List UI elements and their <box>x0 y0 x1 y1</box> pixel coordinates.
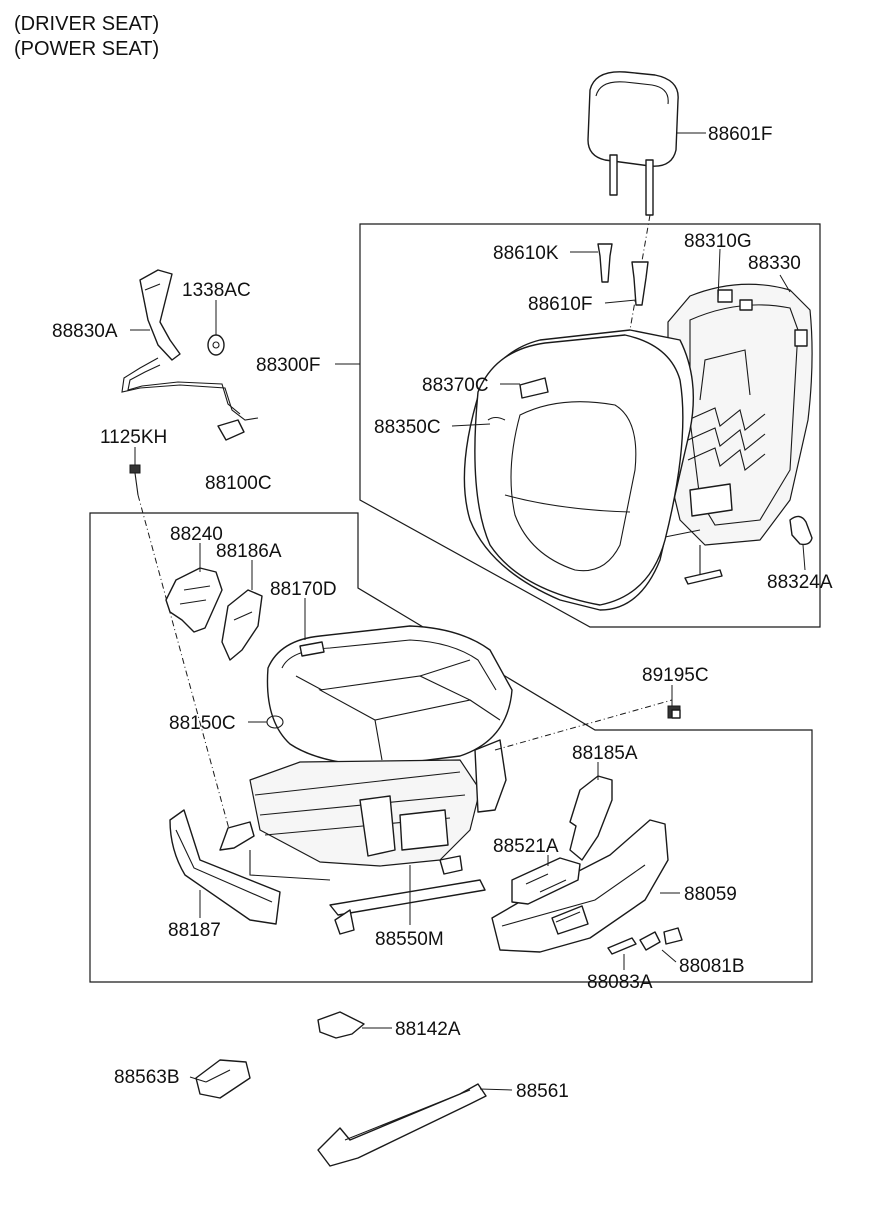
seatback-cover-part <box>463 329 694 611</box>
label-88186A: 88186A <box>216 541 282 562</box>
header-power-seat: (POWER SEAT) <box>14 38 159 60</box>
label-88059: 88059 <box>684 884 737 905</box>
cover-88563b-part <box>195 1059 251 1099</box>
seat-cushion-part <box>266 625 513 767</box>
cover-88186a-part <box>221 589 263 661</box>
label-1125KH: 1125KH <box>100 427 167 448</box>
side-shield-88059-part <box>491 819 669 953</box>
label-88521A: 88521A <box>493 836 559 857</box>
front-skirt-88187-part <box>169 809 281 925</box>
bracket-88142a-part <box>317 1011 365 1039</box>
label-88350C: 88350C <box>374 417 441 438</box>
label-88563B: 88563B <box>114 1067 180 1088</box>
nut-1338ac <box>207 334 225 356</box>
leader-lines <box>130 132 806 1091</box>
label-88100C: 88100C <box>205 473 272 494</box>
knob-88081b <box>639 927 683 951</box>
label-88150C: 88150C <box>169 713 236 734</box>
label-88083A: 88083A <box>587 972 653 993</box>
bolt-1125kh <box>129 464 141 496</box>
label-88240: 88240 <box>170 524 223 545</box>
screw-guide-line <box>494 699 673 751</box>
headrest-part <box>587 71 679 216</box>
seatback-group-box <box>359 223 821 628</box>
rail-cover-88561-part <box>317 1083 487 1167</box>
label-88300F: 88300F <box>256 355 320 376</box>
headrest-guide-f <box>631 261 649 306</box>
headrest-guide-k <box>597 243 613 283</box>
power-seat-track-part <box>219 739 507 935</box>
switch-88521a-part <box>511 857 581 905</box>
label-88830A: 88830A <box>52 321 118 342</box>
label-88550M: 88550M <box>375 929 444 950</box>
label-89195C: 89195C <box>642 665 709 686</box>
label-88310G: 88310G <box>684 231 752 252</box>
header-driver-seat: (DRIVER SEAT) <box>14 13 159 35</box>
label-88370C: 88370C <box>422 375 489 396</box>
label-88610F: 88610F <box>528 294 592 315</box>
label-88081B: 88081B <box>679 956 745 977</box>
screw-89195c <box>667 705 681 719</box>
label-1338AC: 1338AC <box>182 280 251 301</box>
cover-88240-part <box>165 567 223 633</box>
label-88610K: 88610K <box>493 243 559 264</box>
label-88561: 88561 <box>516 1081 569 1102</box>
seat-belt-buckle-part <box>121 269 259 441</box>
knob-88083a <box>607 937 637 955</box>
bolt-guide-line <box>137 494 233 841</box>
clip-88324a <box>789 515 813 546</box>
label-88324A: 88324A <box>767 572 833 593</box>
bracket-88185a-part <box>569 775 613 861</box>
cushion-group-box <box>89 512 813 983</box>
label-88330: 88330 <box>748 253 801 274</box>
label-88185A: 88185A <box>572 743 638 764</box>
label-88187: 88187 <box>168 920 221 941</box>
label-88170D: 88170D <box>270 579 337 600</box>
seatback-frame-part <box>649 283 813 585</box>
label-88601F: 88601F <box>708 124 772 145</box>
label-88142A: 88142A <box>395 1019 461 1040</box>
